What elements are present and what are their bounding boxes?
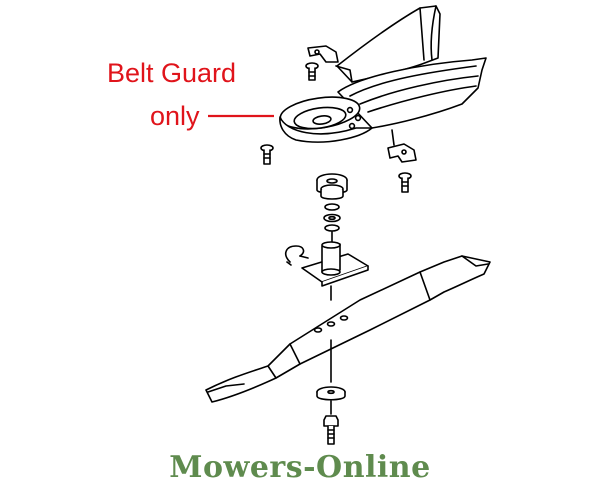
blade-washer bbox=[316, 386, 346, 401]
blade-adapter bbox=[301, 241, 369, 301]
callout-label-only: only bbox=[150, 101, 200, 131]
screw-right bbox=[398, 172, 412, 193]
washer-stack bbox=[323, 203, 341, 232]
mower-blade bbox=[205, 255, 491, 403]
callout-label-belt-guard: Belt Guard bbox=[107, 58, 237, 88]
blade-bolt bbox=[323, 415, 339, 445]
belt-guard bbox=[279, 5, 487, 163]
mowers-online-watermark: Mowers-Online bbox=[169, 450, 431, 485]
screw-left bbox=[260, 144, 274, 165]
circlip bbox=[284, 245, 309, 266]
pulley bbox=[316, 173, 348, 200]
screw-top bbox=[305, 62, 319, 81]
